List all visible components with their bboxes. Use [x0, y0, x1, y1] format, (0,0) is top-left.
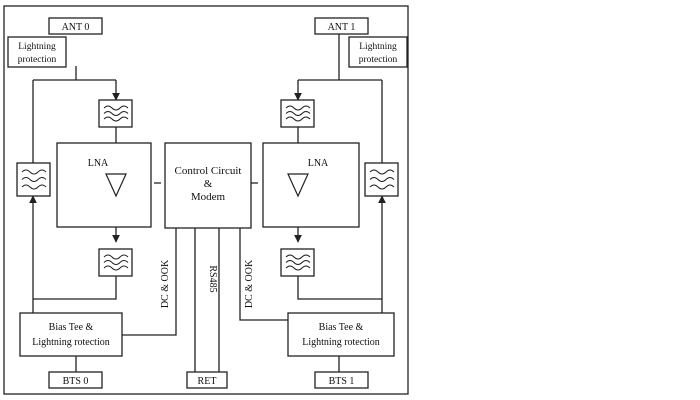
- wire-left-dcook: [122, 228, 177, 336]
- lightning-protection-left-line2: protection: [18, 55, 57, 65]
- bias-tee-left-box: [19, 312, 123, 357]
- filter-left-top: [98, 99, 133, 128]
- bts1-box: [314, 371, 369, 389]
- ret-label: RET: [198, 376, 217, 387]
- filter-wave-icon: [285, 105, 311, 122]
- ant1-label: ANT 1: [328, 22, 356, 33]
- lna-left-label: LNA: [88, 158, 109, 169]
- filter-left-bottom: [98, 248, 133, 277]
- filter-wave-icon: [21, 169, 47, 190]
- bts1-label: BTS 1: [329, 376, 355, 387]
- control-circuit-modem-box: [164, 142, 252, 229]
- lna-right-amplifier-icon: [287, 173, 309, 198]
- dc-ook-left-label: DC & OOK: [160, 259, 171, 308]
- lna-right-region: [262, 142, 360, 228]
- wire-right-dcook: [239, 228, 288, 321]
- bias-tee-right-line1: Bias Tee &: [319, 322, 364, 333]
- ant0-box: [48, 17, 103, 35]
- filter-left-side: [16, 162, 51, 197]
- control-circuit-line3: Modem: [191, 191, 226, 203]
- wire-right-filter-to-bias: [297, 276, 382, 300]
- filter-right-bottom: [280, 248, 315, 277]
- lightning-protection-left-box: [7, 36, 67, 68]
- lightning-protection-right-line2: protection: [359, 55, 398, 65]
- dc-ook-right-label: DC & OOK: [244, 259, 255, 308]
- filter-right-side: [364, 162, 399, 197]
- ant1-box: [314, 17, 369, 35]
- lightning-protection-left-line1: Lightning: [18, 42, 56, 52]
- rs485-label: RS485: [207, 265, 218, 292]
- lna-left-region: [56, 142, 152, 228]
- bias-tee-right-box: [287, 312, 395, 357]
- bts0-label: BTS 0: [63, 376, 89, 387]
- bias-tee-right-line2: Lightning rotection: [302, 337, 380, 348]
- control-circuit-line1: Control Circuit: [175, 165, 242, 177]
- wire-left-filter-to-bias: [33, 276, 117, 300]
- lna-left-amplifier-icon: [105, 173, 127, 198]
- bias-tee-left-line1: Bias Tee &: [49, 322, 94, 333]
- lna-right-label: LNA: [308, 158, 329, 169]
- filter-wave-icon: [369, 169, 395, 190]
- lightning-protection-right-line1: Lightning: [359, 42, 397, 52]
- ant0-label: ANT 0: [62, 22, 90, 33]
- lightning-protection-right-box: [348, 36, 408, 68]
- ret-box: [186, 371, 228, 389]
- filter-wave-icon: [285, 254, 311, 271]
- filter-right-top: [280, 99, 315, 128]
- bias-tee-left-line2: Lightning rotection: [32, 337, 110, 348]
- control-circuit-line2: &: [204, 178, 213, 190]
- bts0-box: [48, 371, 103, 389]
- filter-wave-icon: [103, 105, 129, 122]
- filter-wave-icon: [103, 254, 129, 271]
